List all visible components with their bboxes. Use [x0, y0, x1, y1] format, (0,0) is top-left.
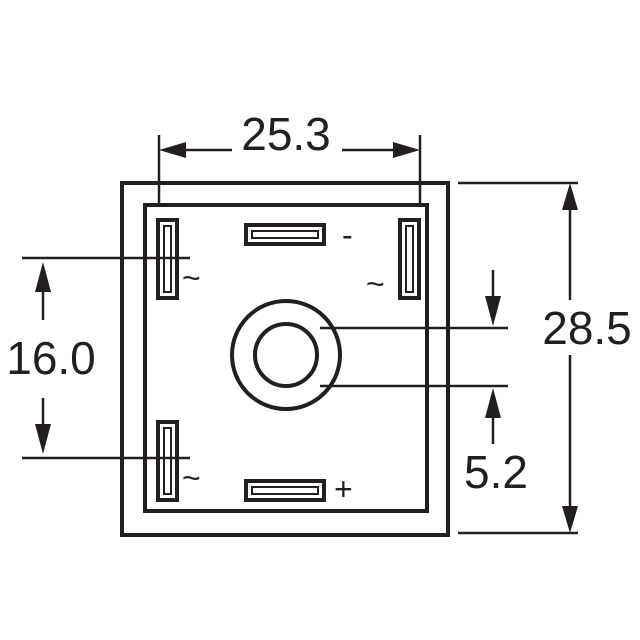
mounting-hole-outer: [230, 299, 342, 411]
dimension-hole-offset: 5.2: [320, 270, 528, 498]
terminal-pins: [156, 218, 421, 502]
dimension-pin-spacing: 16.0: [6, 256, 190, 460]
package-outer-outline: [120, 181, 450, 537]
pin-labels: ~ ~ ~ - +: [182, 217, 385, 507]
arrowhead-right: [393, 142, 420, 158]
pin-top-center: [244, 223, 326, 246]
mounting-hole: [230, 299, 342, 411]
pin-bottom-left: [156, 420, 179, 502]
package-body: [120, 181, 450, 537]
arrowhead-down: [35, 424, 51, 454]
pin-top-right: [398, 218, 421, 300]
dimension-height: 28.5: [458, 181, 632, 535]
arrowhead-down: [562, 506, 578, 533]
mounting-hole-inner: [253, 322, 319, 388]
dimension-width-label: 25.3: [241, 108, 331, 160]
dimension-height-label: 28.5: [542, 302, 632, 354]
package-inner-outline: [143, 203, 429, 513]
arrowhead-up: [35, 262, 51, 292]
arrowhead-down: [485, 296, 501, 326]
dimension-width: 25.3: [157, 108, 422, 205]
arrowhead-up: [562, 183, 578, 210]
arrowhead-left: [159, 142, 186, 158]
pin-bottom-center: [244, 479, 326, 502]
dimension-pin-spacing-label: 16.0: [6, 332, 96, 384]
arrowhead-up: [485, 388, 501, 418]
dimension-hole-offset-label: 5.2: [464, 446, 528, 498]
label-dc-negative: -: [342, 217, 353, 253]
label-ac-top-left: ~: [182, 260, 201, 296]
label-ac-top-right: ~: [366, 266, 385, 302]
label-dc-positive: +: [334, 471, 353, 507]
label-ac-bottom-left: ~: [182, 460, 201, 496]
